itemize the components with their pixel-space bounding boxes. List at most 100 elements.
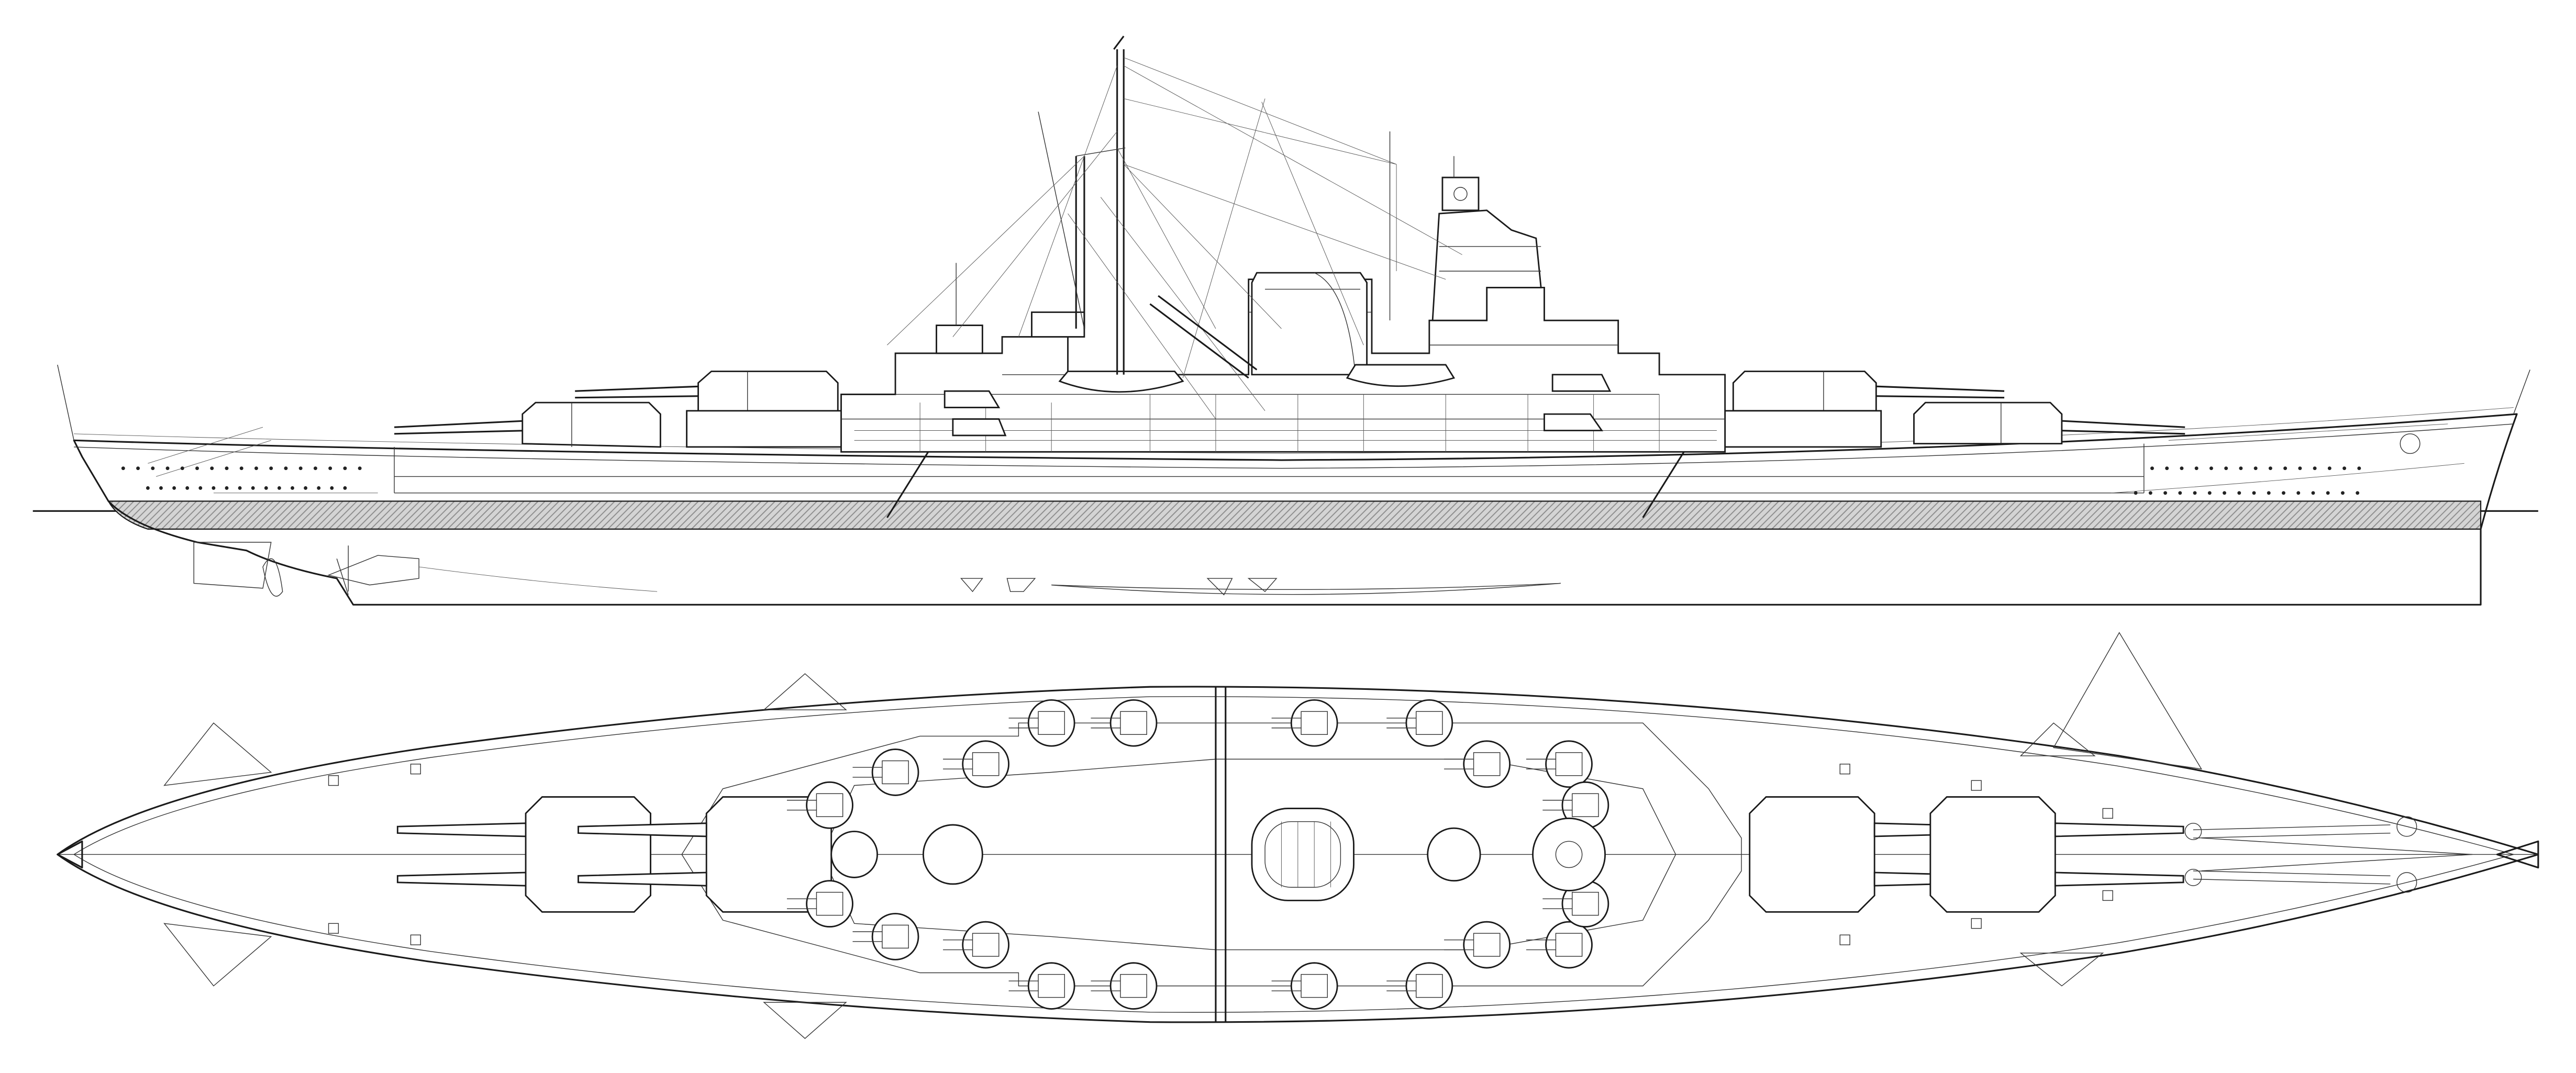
secondary-mount: [1091, 699, 1158, 747]
turret-housing: [1929, 796, 2056, 913]
mount-shield: [1555, 752, 1583, 776]
porthole: [2253, 466, 2258, 471]
secondary-mount: [943, 740, 1009, 788]
porthole: [146, 486, 150, 490]
deck-fitting: [410, 934, 421, 945]
secondary-mount: [852, 913, 919, 960]
deck-fitting: [2102, 890, 2113, 901]
superstructure: [840, 131, 1726, 518]
porthole: [2342, 466, 2347, 471]
porthole: [251, 486, 255, 490]
turret-housing: [1749, 796, 1875, 913]
porthole: [180, 466, 184, 471]
secondary-mount: [1526, 740, 1593, 788]
secondary-mount: [1091, 962, 1158, 1010]
rail-line: [74, 407, 2514, 454]
anchor-chains: [2184, 816, 2473, 893]
secondary-mount: [1444, 921, 1511, 969]
porthole: [225, 486, 229, 490]
mount-base: [1405, 699, 1453, 747]
porthole: [159, 486, 163, 490]
mount-shield: [1120, 974, 1147, 998]
secondary-mount: [1386, 962, 1453, 1010]
underwater-openings: [960, 578, 1278, 596]
turret-bruno: [1724, 371, 2005, 448]
porthole: [2224, 466, 2228, 471]
mount-shield: [1301, 711, 1328, 735]
secondary-mount: [786, 880, 853, 928]
mount-shield: [1572, 891, 1599, 916]
superstructure-deck: [821, 758, 1676, 951]
mount-shield: [1416, 974, 1443, 998]
mount-base: [1545, 740, 1593, 788]
gun-barrel: [578, 822, 707, 837]
main-turrets-plan: [396, 796, 2184, 913]
porthole: [2282, 491, 2285, 495]
porthole: [317, 486, 321, 490]
mount-shield: [1572, 793, 1599, 817]
porthole: [254, 466, 258, 471]
secondary-mount: [943, 921, 1009, 969]
mount-shield: [1473, 752, 1501, 776]
porthole: [304, 486, 308, 490]
mount-base: [1463, 740, 1511, 788]
porthole: [210, 466, 214, 471]
porthole: [172, 486, 176, 490]
portholes: [121, 466, 2361, 495]
deck-fitting: [328, 775, 339, 786]
mount-shield: [1038, 974, 1065, 998]
porthole: [284, 466, 288, 471]
boats: [1058, 364, 1456, 393]
porthole: [136, 466, 140, 471]
boat-booms: [163, 632, 2202, 1040]
porthole: [291, 486, 294, 490]
porthole: [2209, 466, 2213, 471]
mount-shield: [1120, 711, 1147, 735]
turret-caesar-plan: [578, 796, 832, 913]
hawse-pipe: [2400, 433, 2420, 454]
tower-mast: [1431, 209, 1542, 321]
accommodation-ladders: [886, 451, 1685, 518]
bow-jack: [57, 840, 2539, 869]
rudders-and-propellers: [193, 542, 658, 597]
porthole: [2252, 491, 2256, 495]
mount-shield: [1038, 711, 1065, 735]
porthole: [2267, 491, 2271, 495]
mount-base: [806, 880, 853, 928]
porthole: [2357, 466, 2361, 471]
deck-fitting: [328, 923, 339, 934]
mount-base: [1545, 921, 1593, 969]
mount-base: [806, 781, 853, 829]
porthole: [2340, 491, 2345, 495]
secondary-mount: [852, 748, 919, 796]
jackstaff: [57, 364, 2530, 441]
porthole: [2268, 466, 2272, 471]
tower-top-plan: [1532, 817, 1606, 891]
porthole: [2296, 491, 2301, 495]
porthole: [2194, 466, 2199, 471]
porthole: [121, 466, 125, 471]
bilge-keel: [1051, 583, 1561, 595]
turret-caesar: [575, 371, 844, 448]
porthole: [2207, 491, 2212, 495]
secondary-mount: [1271, 962, 1338, 1010]
gun-barrel: [578, 871, 707, 887]
porthole: [2326, 491, 2330, 495]
crane: [1149, 295, 1258, 379]
secondary-mount: [1008, 699, 1075, 747]
mount-base: [1290, 962, 1338, 1010]
porthole: [238, 486, 242, 490]
aft-mast: [1075, 156, 1085, 329]
mount-shield: [882, 924, 909, 949]
mount-base: [962, 740, 1009, 788]
porthole: [2148, 491, 2152, 495]
porthole: [212, 486, 216, 490]
secondary-mount: [1542, 781, 1609, 829]
porthole: [328, 466, 332, 471]
porthole: [151, 466, 155, 471]
mount-base: [871, 748, 919, 796]
secondary-mount: [1386, 699, 1453, 747]
bow-lines: [2111, 423, 2464, 494]
main-mast: [1113, 36, 1125, 375]
